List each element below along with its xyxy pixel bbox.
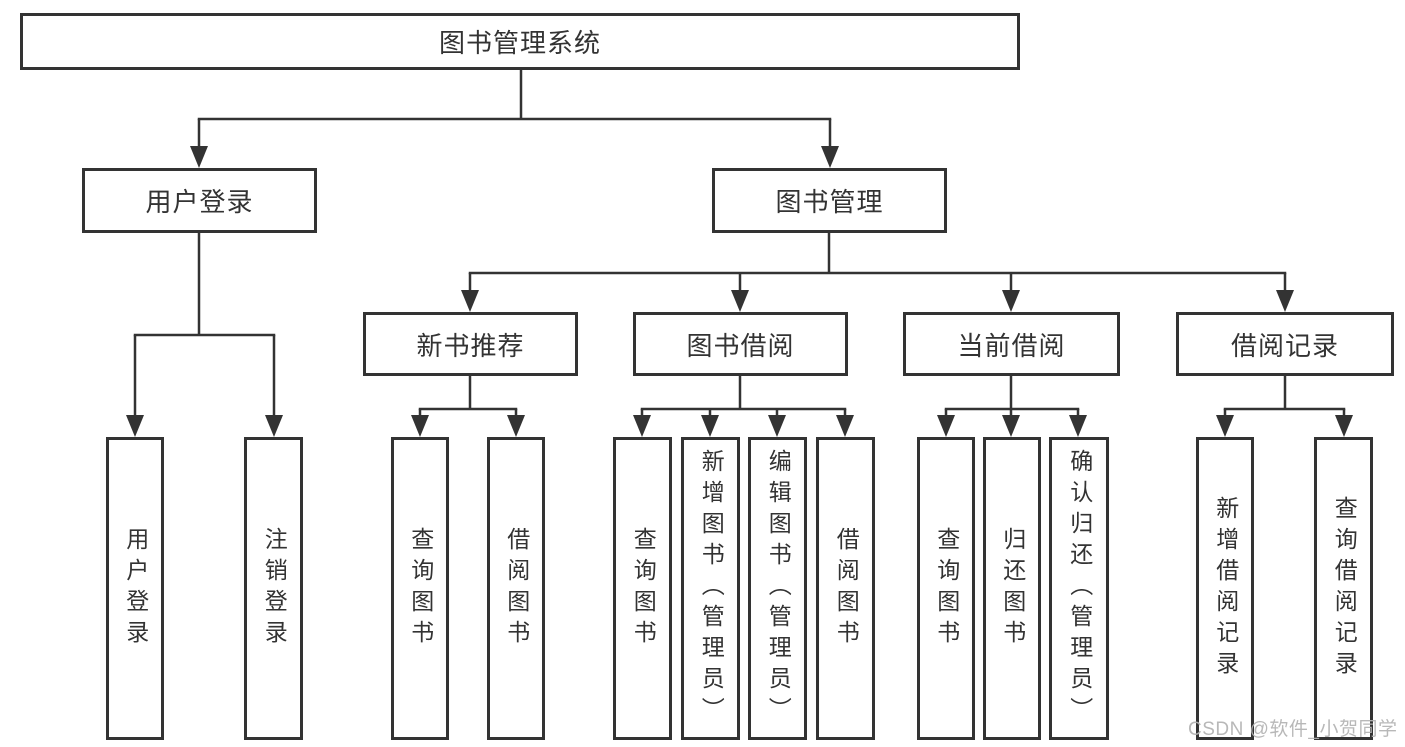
leaf-query-books-current-label: 查询图书 [933,526,960,651]
node-new-book-recommendation-label: 新书推荐 [416,330,525,361]
leaf-query-books-borrow: 查询图书 [613,437,672,740]
leaf-logout: 注销登录 [244,437,303,740]
node-borrowing-records: 借阅记录 [1176,312,1394,376]
node-book-management: 图书管理 [712,168,947,233]
node-current-borrowing-label: 当前借阅 [957,330,1066,361]
node-book-borrowing-label: 图书借阅 [686,330,795,361]
node-new-book-recommendation: 新书推荐 [363,312,578,376]
node-book-borrowing: 图书借阅 [633,312,848,376]
leaf-query-books-recommend: 查询图书 [391,437,449,740]
leaf-add-borrow-record: 新增借阅记录 [1196,437,1254,740]
leaf-borrow-books-recommend-label: 借阅图书 [503,526,530,651]
node-library-system-label: 图书管理系统 [438,28,601,58]
leaf-return-book: 归还图书 [983,437,1041,740]
node-book-management-label: 图书管理 [775,187,884,217]
node-borrowing-records-label: 借阅记录 [1230,330,1339,361]
leaf-add-book-admin-label: 新增图书（管理员） [698,449,725,728]
leaf-query-borrow-record-label: 查询借阅记录 [1331,495,1358,682]
node-user-login-label: 用户登录 [145,187,254,217]
leaf-edit-book-admin: 编辑图书（管理员） [748,437,807,740]
leaf-return-book-label: 归还图书 [999,526,1026,651]
leaf-borrow-books: 借阅图书 [816,437,875,740]
leaf-query-books-borrow-label: 查询图书 [630,526,657,651]
leaf-edit-book-admin-label: 编辑图书（管理员） [765,449,792,728]
leaf-query-borrow-record: 查询借阅记录 [1314,437,1373,740]
leaf-confirm-return-admin: 确认归还（管理员） [1049,437,1109,740]
leaf-add-borrow-record-label: 新增借阅记录 [1212,495,1239,682]
node-library-system: 图书管理系统 [20,13,1020,70]
leaf-user-login: 用户登录 [106,437,164,740]
leaf-logout-label: 注销登录 [261,526,288,651]
node-current-borrowing: 当前借阅 [903,312,1120,376]
node-user-login: 用户登录 [82,168,317,233]
leaf-add-book-admin: 新增图书（管理员） [681,437,740,740]
leaf-query-books-current: 查询图书 [917,437,975,740]
leaf-query-books-recommend-label: 查询图书 [407,526,434,651]
leaf-confirm-return-admin-label: 确认归还（管理员） [1066,449,1093,728]
leaf-user-login-label: 用户登录 [122,526,149,651]
watermark-csdn: CSDN @软件_小贺同学 [1188,719,1398,740]
leaf-borrow-books-label: 借阅图书 [833,526,860,651]
leaf-borrow-books-recommend: 借阅图书 [487,437,545,740]
